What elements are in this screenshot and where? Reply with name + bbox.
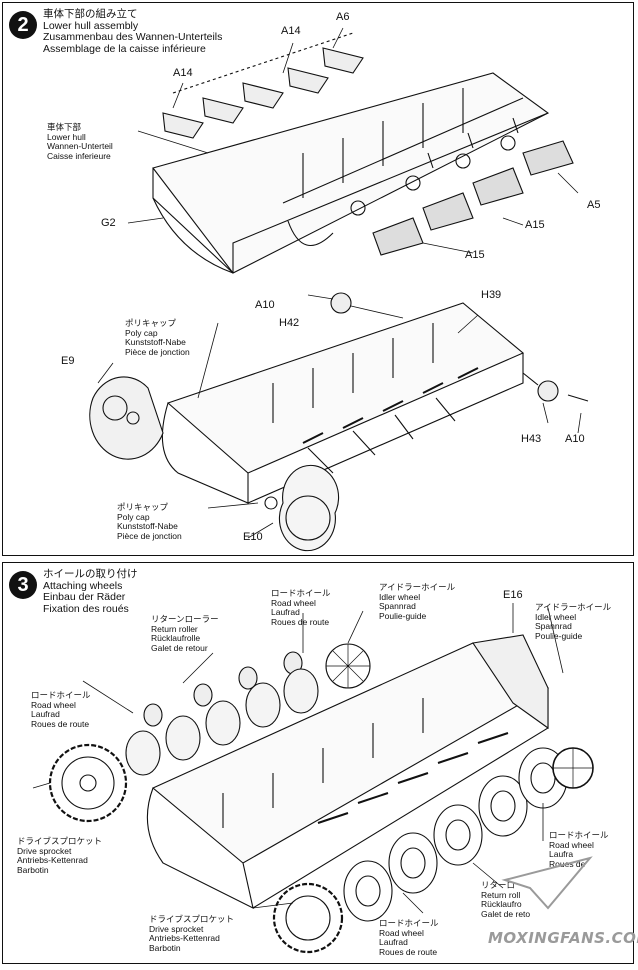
label-de: Rücklaufro [481, 899, 522, 909]
label-jp: ドライブスプロケット [149, 914, 235, 924]
label-jp: リターロ [481, 880, 516, 890]
label-de: Kunststoff-Nabe [125, 337, 186, 347]
watermark-text: MOXINGFANS.COM [488, 929, 638, 947]
label-en: Idler wheel [379, 591, 421, 602]
label-jp: リターンローラー [151, 614, 219, 624]
step-3-panel: 3 ホイールの取り付け Attaching wheels Einbau der … [2, 562, 634, 964]
part-e10: E10 [243, 531, 263, 543]
label-de: Laufrad [31, 709, 60, 719]
label-en: Road wheel [271, 597, 316, 608]
label-jp: アイドラーホイール [379, 582, 456, 592]
label-fr: Roues de [549, 858, 586, 869]
callout-road-wheel-bottom: ロードホイール Road wheel Laufrad Roues de rout… [379, 918, 439, 957]
label-fr: Barbotin [149, 942, 181, 953]
title-en: Attaching wheels [43, 579, 123, 592]
label-de: Antriebs-Kettenrad [17, 855, 88, 865]
label-de: Laufrad [271, 607, 300, 617]
label-en: Drive sprocket [149, 923, 204, 934]
label-fr: Galet de reto [481, 908, 531, 919]
label-de: Spannrad [379, 601, 416, 611]
label-fr: Poulie-guide [535, 630, 583, 641]
label-jp: ロードホイール [549, 830, 609, 840]
label-fr: Pièce de jonction [117, 530, 182, 541]
label-jp: ロードホイール [379, 918, 439, 928]
part-h43: H43 [521, 433, 542, 445]
label-jp: アイドラーホイール [535, 602, 612, 612]
part-h42: H42 [279, 317, 300, 329]
part-h39: H39 [481, 289, 502, 301]
label-jp: ロードホイール [31, 690, 91, 700]
label-en: Drive sprocket [17, 845, 72, 856]
label-fr: Galet de retour [151, 642, 208, 653]
title-jp: 車体下部の組み立て [43, 8, 138, 20]
part-a5: A5 [587, 199, 601, 211]
label-de: Rücklaufrolle [151, 633, 201, 643]
title-de: Einbau der Räder [43, 591, 126, 603]
label-fr: Barbotin [17, 864, 49, 875]
callout-road-wheel-top: ロードホイール Road wheel Laufrad Roues de rout… [271, 588, 331, 627]
part-a10-top: A10 [255, 299, 275, 311]
label-fr: Roues de route [379, 946, 438, 957]
label-fr: Pièce de jonction [125, 346, 190, 357]
callout-road-wheel-left: ロードホイール Road wheel Laufrad Roues de rout… [31, 690, 91, 729]
part-e9: E9 [61, 355, 75, 367]
step-title: 車体下部の組み立て Lower hull assembly Zusammenba… [43, 8, 223, 55]
label-jp: ロードホイール [271, 588, 331, 598]
label-en: Poly cap [117, 511, 150, 522]
part-a14-left: A14 [173, 67, 193, 79]
callout-idler-wheel-right: アイドラーホイール Idler wheel Spannrad Poulie-gu… [535, 602, 612, 641]
callout-lower-hull: 車体下部 Lower hull Wannen-Unterteil Caisse … [47, 122, 113, 161]
part-a14-top: A14 [281, 25, 301, 37]
part-a10-right: A10 [565, 433, 585, 445]
label-jp: ドライブスプロケット [17, 836, 103, 846]
label-de: Laufra [549, 849, 574, 859]
label-de: Kunststoff-Nabe [117, 521, 178, 531]
label-de: Spannrad [535, 621, 572, 631]
title-fr: Fixation des roués [43, 602, 129, 615]
part-a15-right: A15 [525, 219, 545, 231]
title-fr: Assemblage de la caisse inférieure [43, 42, 206, 55]
label-en: Poly cap [125, 327, 158, 338]
step-number-badge: 2 [9, 11, 37, 39]
part-e16: E16 [503, 589, 523, 601]
part-g2: G2 [101, 217, 116, 229]
label-en: Road wheel [379, 927, 424, 938]
lower-hull-assembly-drawing [89, 27, 589, 552]
title-de: Zusammenbau des Wannen-Unterteils [43, 31, 223, 43]
label-jp: 車体下部 [47, 122, 82, 132]
callout-poly-cap-top: ポリキャップ Poly cap Kunststoff-Nabe Pièce de… [125, 318, 190, 357]
label-en: Return roll [481, 889, 521, 900]
label-de: Antriebs-Kettenrad [149, 933, 220, 943]
step-2-panel: 2 車体下部の組み立て Lower hull assembly Zusammen… [2, 2, 634, 556]
callout-road-wheel-right: ロードホイール Road wheel Laufra Roues de [549, 830, 609, 869]
callout-return-roller-right: リターロ Return roll Rücklaufro Galet de ret… [481, 880, 531, 919]
step-number-badge: 3 [9, 571, 37, 599]
label-en: Lower hull [47, 131, 86, 142]
label-fr: Roues de route [271, 616, 330, 627]
callout-poly-cap-bottom: ポリキャップ Poly cap Kunststoff-Nabe Pièce de… [117, 502, 182, 541]
title-jp: ホイールの取り付け [43, 568, 138, 580]
part-a6: A6 [336, 11, 350, 23]
label-de: Laufrad [379, 937, 408, 947]
label-fr: Roues de route [31, 718, 90, 729]
callout-drive-sprocket-bottom: ドライブスプロケット Drive sprocket Antriebs-Kette… [149, 914, 235, 953]
label-jp: ポリキャップ [117, 502, 169, 512]
label-fr: Caisse inferieure [47, 150, 111, 161]
callout-drive-sprocket-left: ドライブスプロケット Drive sprocket Antriebs-Kette… [17, 836, 103, 875]
callout-idler-wheel-top: アイドラーホイール Idler wheel Spannrad Poulie-gu… [379, 582, 456, 621]
label-de: Wannen-Unterteil [47, 141, 113, 151]
label-en: Return roller [151, 623, 198, 634]
label-en: Road wheel [31, 699, 76, 710]
step-title: ホイールの取り付け Attaching wheels Einbau der Rä… [43, 568, 138, 615]
label-en: Road wheel [549, 839, 594, 850]
label-jp: ポリキャップ [125, 318, 177, 328]
label-en: Idler wheel [535, 611, 577, 622]
title-en: Lower hull assembly [43, 19, 139, 32]
wheel-attachment-drawing [32, 603, 594, 954]
callout-return-roller-left: リターンローラー Return roller Rücklaufrolle Gal… [151, 614, 219, 653]
label-fr: Poulie-guide [379, 610, 427, 621]
part-a15-bottom: A15 [465, 249, 485, 261]
